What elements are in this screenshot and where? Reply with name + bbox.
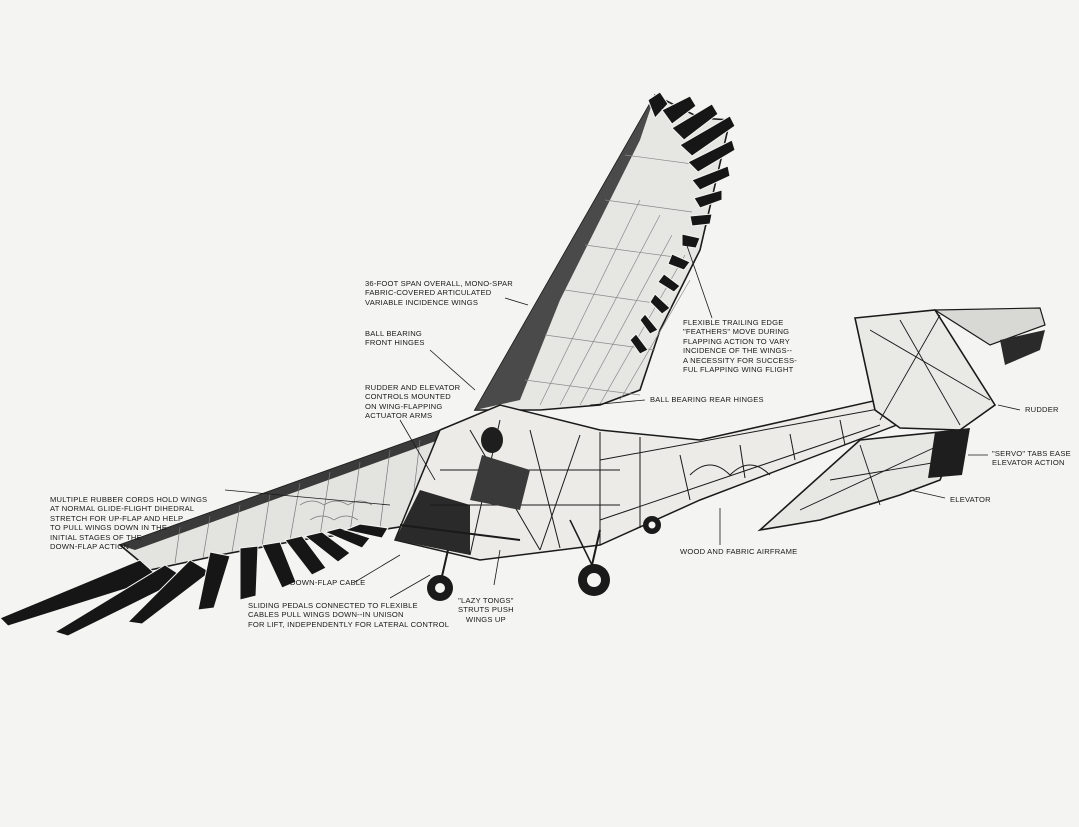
label-rear-hinges: BALL BEARING REAR HINGES bbox=[650, 395, 764, 404]
label-pedals: SLIDING PEDALS CONNECTED TO FLEXIBLE CAB… bbox=[248, 601, 450, 629]
servo-tab bbox=[928, 428, 970, 478]
fuselage bbox=[393, 394, 911, 561]
label-airframe: WOOD AND FABRIC AIRFRAME bbox=[680, 547, 798, 556]
landing-gear bbox=[427, 516, 661, 601]
upper-wing bbox=[473, 91, 736, 411]
left-wing bbox=[0, 424, 471, 637]
label-elevator: ELEVATOR bbox=[950, 495, 991, 504]
actuator-arm bbox=[399, 524, 521, 541]
label-controls: RUDDER AND ELEVATOR CONTROLS MOUNTED ON … bbox=[365, 383, 461, 421]
tail-assembly bbox=[757, 307, 1046, 532]
pilot-helmet bbox=[481, 427, 503, 453]
label-rudder: RUDDER bbox=[1025, 405, 1059, 414]
label-down-flap-cable: DOWN-FLAP CABLE bbox=[290, 578, 366, 587]
label-wings: 36-FOOT SPAN OVERALL, MONO-SPAR FABRIC-C… bbox=[365, 279, 513, 307]
label-front-hinges: BALL BEARING FRONT HINGES bbox=[365, 329, 425, 348]
label-rubber-cords: MULTIPLE RUBBER CORDS HOLD WINGS AT NORM… bbox=[50, 495, 208, 552]
label-lazy-tongs: "LAZY TONGS" STRUTS PUSH WINGS UP bbox=[458, 596, 514, 624]
label-feathers: FLEXIBLE TRAILING EDGE "FEATHERS" MOVE D… bbox=[683, 318, 797, 375]
pilot-body bbox=[470, 455, 530, 510]
label-servo-tabs: "SERVO" TABS EASE ELEVATOR ACTION bbox=[992, 449, 1071, 468]
leader-lines bbox=[224, 239, 1021, 599]
